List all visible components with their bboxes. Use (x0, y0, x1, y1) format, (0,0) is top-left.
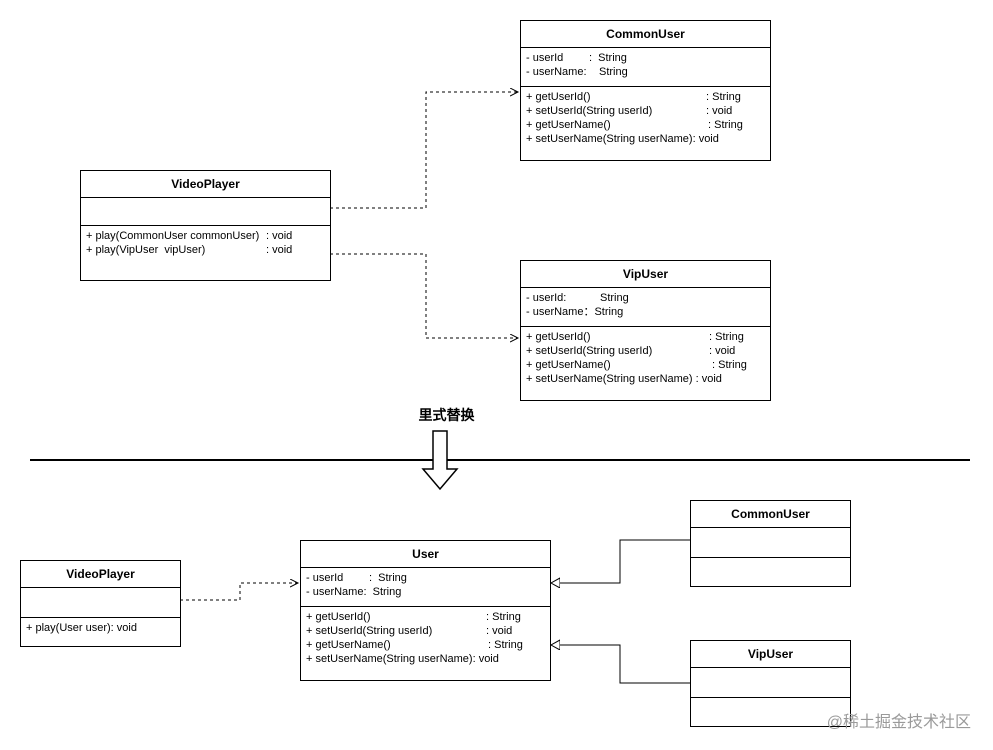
attribute-row: - userName：String (526, 306, 624, 318)
attribute-row: - userId: String (306, 572, 407, 584)
attribute-row: - userName: String (306, 586, 402, 598)
transition-label: 里式替换 (418, 407, 475, 423)
watermark: @稀土掘金技术社区 (826, 714, 971, 731)
methods-section: + play(CommonUser commonUser): void + pl… (81, 226, 330, 260)
method-row: + getUserName(): String (526, 119, 743, 131)
methods-section: + getUserId(): String + setUserId(String… (521, 87, 770, 149)
class-name: CommonUser (691, 501, 850, 528)
method-row: + setUserName(String userName) : void (526, 373, 722, 385)
generalization-arrow-commonuser-user (551, 539, 690, 583)
attributes-section (691, 528, 850, 558)
methods-section: + play(User user): void (21, 618, 180, 638)
class-name: VipUser (521, 261, 770, 288)
attribute-row: - userId: String (526, 52, 627, 64)
method-row: + setUserId(String userId): void (306, 625, 513, 637)
method-row: + setUserName(String userName): void (526, 133, 719, 145)
attribute-row: - userName:String (526, 66, 628, 78)
method-row: + getUserId(): String (526, 331, 744, 343)
method-row: + getUserName(): String (306, 639, 523, 651)
down-arrow-icon (421, 430, 459, 491)
class-name: User (301, 541, 550, 568)
class-vipuser-top: VipUser - userId:String - userName：Strin… (520, 260, 771, 401)
method-row: + setUserId(String userId): void (526, 105, 733, 117)
class-name: CommonUser (521, 21, 770, 48)
attributes-section (81, 198, 330, 226)
method-row: + getUserId(): String (306, 611, 521, 623)
attribute-row: - userId:String (526, 292, 629, 304)
dependency-arrow-videoplayer-commonuser (330, 92, 518, 209)
class-name: VideoPlayer (81, 171, 330, 198)
methods-section (691, 698, 850, 704)
attributes-section: - userId: String - userName:String (521, 48, 770, 87)
method-row: + setUserId(String userId): void (526, 345, 736, 357)
attributes-section (21, 588, 180, 618)
method-row: + play(CommonUser commonUser): void (86, 230, 293, 242)
class-user-bottom: User - userId: String - userName: String… (300, 540, 551, 681)
method-row: + getUserName(): String (526, 359, 747, 371)
method-row: + play(User user): void (26, 622, 137, 634)
class-commonuser-top: CommonUser - userId: String - userName:S… (520, 20, 771, 161)
class-vipuser-bottom: VipUser (690, 640, 851, 727)
methods-section: + getUserId(): String + setUserId(String… (521, 327, 770, 389)
attributes-section: - userId: String - userName: String (301, 568, 550, 607)
method-row: + getUserId(): String (526, 91, 741, 103)
attributes-section (691, 668, 850, 698)
method-row: + setUserName(String userName): void (306, 653, 499, 665)
class-commonuser-bottom: CommonUser (690, 500, 851, 587)
methods-section: + getUserId(): String + setUserId(String… (301, 607, 550, 669)
attributes-section: - userId:String - userName：String (521, 288, 770, 327)
dependency-arrow-videoplayer-vipuser (330, 253, 518, 338)
dependency-arrow-videoplayer-user (180, 583, 298, 601)
generalization-arrow-vipuser-user (551, 645, 690, 684)
class-videoplayer-top: VideoPlayer + play(CommonUser commonUser… (80, 170, 331, 281)
method-row: + play(VipUser vipUser): void (86, 244, 293, 256)
methods-section (691, 558, 850, 564)
class-name: VipUser (691, 641, 850, 668)
class-name: VideoPlayer (21, 561, 180, 588)
class-videoplayer-bottom: VideoPlayer + play(User user): void (20, 560, 181, 647)
